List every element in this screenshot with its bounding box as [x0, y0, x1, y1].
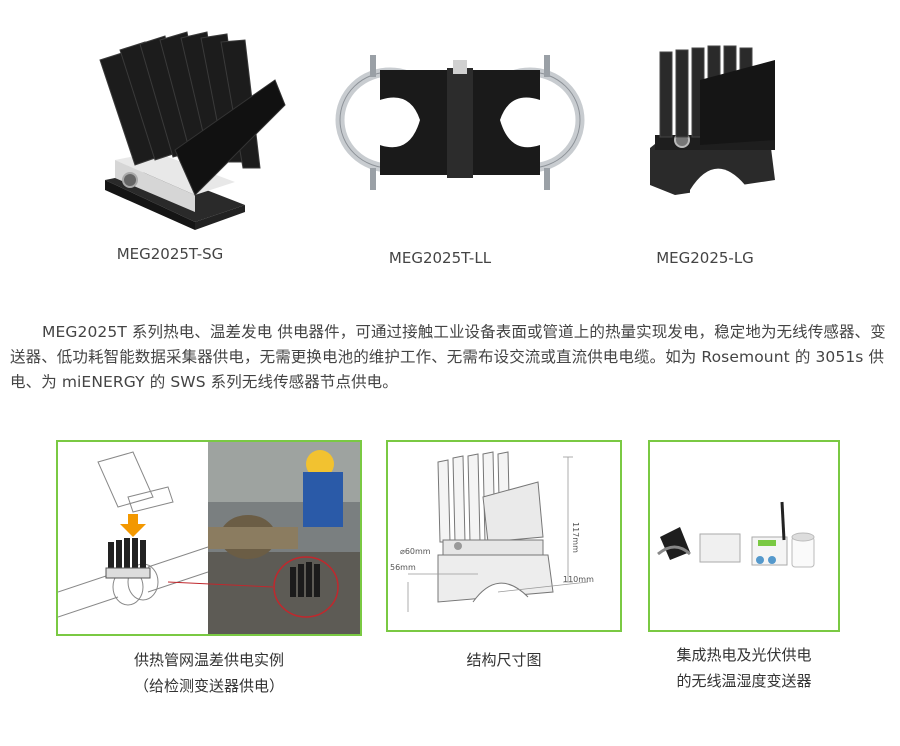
panel-caption-transmitter-line1: 集成热电及光伏供电 — [676, 646, 812, 664]
application-illustration — [58, 442, 360, 634]
dim-base-label: 56mm — [390, 563, 416, 572]
product-ll-image — [335, 50, 585, 200]
dim-height-label: 117mm — [571, 522, 580, 553]
product-label-lg: MEG2025-LG — [656, 249, 754, 267]
product-sg-image — [95, 30, 295, 230]
panel-caption-application-line1: 供热管网温差供电实例 — [133, 651, 284, 669]
panel-caption-transmitter-line2: 的无线温湿度变送器 — [676, 672, 812, 690]
application-example-panel — [56, 440, 362, 636]
wireless-transmitter-panel — [648, 440, 840, 632]
product-label-ll: MEG2025T-LL — [388, 249, 492, 267]
dimension-drawing-panel: 117mm ⌀60mm 56mm 110mm — [386, 440, 622, 632]
panel-caption-application: 供热管网温差供电实例 （给检测变送器供电） — [56, 647, 362, 699]
panel-caption-application-line2: （给检测变送器供电） — [133, 677, 284, 695]
dim-diameter-label: ⌀60mm — [400, 547, 431, 556]
product-label-sg: MEG2025T-SG — [116, 245, 224, 263]
dim-width-label: 110mm — [563, 575, 594, 584]
panel-caption-drawing: 结构尺寸图 — [386, 647, 622, 673]
product-description: MEG2025T 系列热电、温差发电 供电器件，可通过接触工业设备表面或管道上的… — [10, 323, 886, 391]
product-lg-image — [640, 40, 790, 200]
dimension-drawing: 117mm ⌀60mm 56mm 110mm — [390, 451, 594, 612]
panel-caption-drawing-line1: 结构尺寸图 — [466, 651, 542, 669]
transmitter-illustration — [657, 501, 815, 568]
panel-caption-transmitter: 集成热电及光伏供电 的无线温湿度变送器 — [640, 642, 848, 694]
